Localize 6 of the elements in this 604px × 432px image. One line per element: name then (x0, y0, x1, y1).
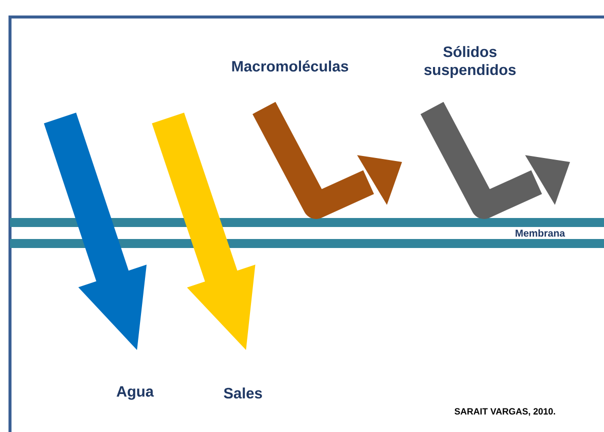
label-text: Sales (224, 388, 262, 398)
label-text: Macromoléculas (232, 60, 348, 72)
label-text: Membrana (516, 229, 566, 237)
label-text: SARAIT VARGAS, 2010. (454, 408, 556, 416)
label-text: Agua (116, 386, 154, 400)
label-text: Sólidos suspendidos (424, 46, 516, 78)
